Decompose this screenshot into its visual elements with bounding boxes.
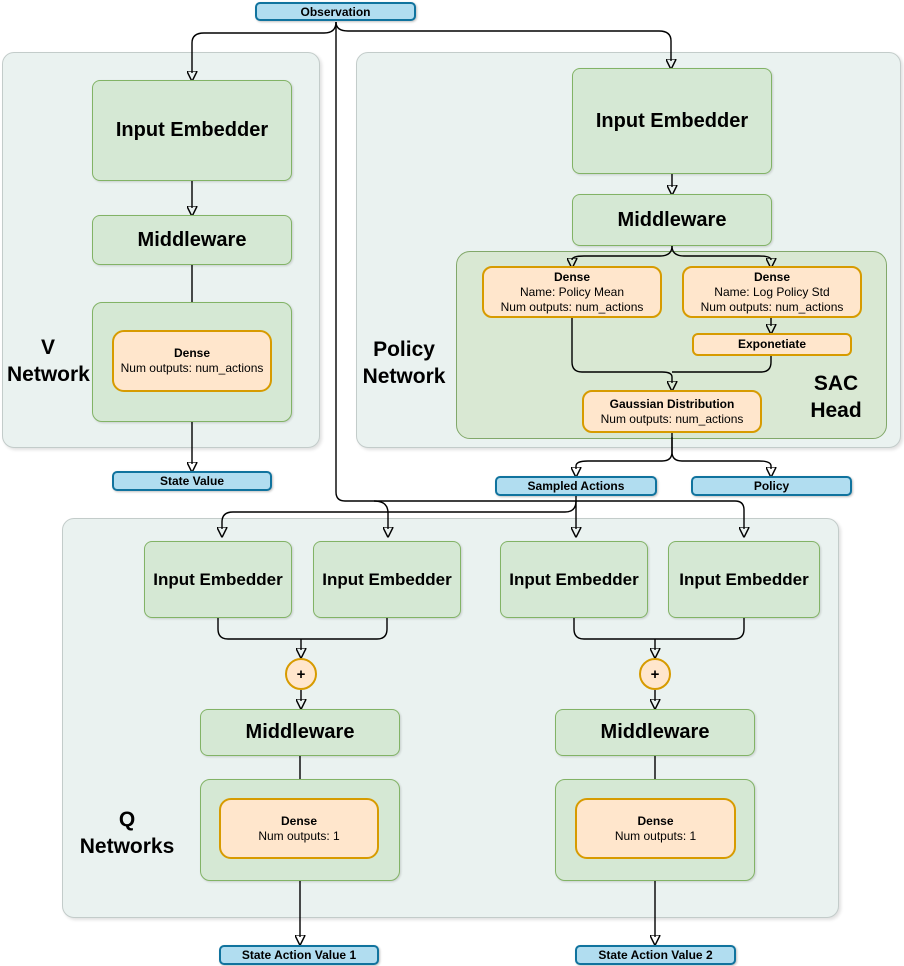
state-action-value-2-node: State Action Value 2 (575, 945, 736, 965)
policy-network-title: Policy Network (362, 338, 446, 388)
gaussian-distribution-title: Gaussian Distribution (609, 396, 735, 411)
sac-head-title: SAC Head (810, 372, 862, 422)
policy-middleware: Middleware (572, 194, 772, 246)
v-dense-title: Dense (173, 346, 211, 360)
sum-node-1: + (285, 658, 317, 690)
sum-node-1-label: + (296, 665, 306, 683)
v-dense-node: Dense Num outputs: num_actions (112, 330, 272, 392)
q-middleware-1-label: Middleware (245, 721, 355, 743)
dense-log-policy-std-title: Dense (753, 269, 791, 284)
dense-policy-mean-name: Name: Policy Mean (519, 284, 625, 299)
dense-log-policy-std-node: Dense Name: Log Policy Std Num outputs: … (682, 266, 862, 318)
v-middleware-label: Middleware (137, 228, 247, 251)
q-middleware-2: Middleware (555, 709, 755, 756)
q-input-embedder-2: Input Embedder (313, 541, 461, 618)
dense-policy-mean-node: Dense Name: Policy Mean Num outputs: num… (482, 266, 662, 318)
state-value-node: State Value (112, 471, 272, 491)
v-network-title: V Network (7, 336, 90, 386)
q-input-embedder-4-label: Input Embedder (679, 569, 809, 589)
v-input-embedder: Input Embedder (92, 80, 292, 181)
sampled-actions-label: Sampled Actions (527, 479, 625, 493)
policy-output-label: Policy (753, 479, 790, 493)
v-dense-detail: Num outputs: num_actions (120, 361, 264, 375)
q-middleware-2-label: Middleware (600, 721, 710, 743)
policy-input-embedder-label: Input Embedder (595, 109, 749, 132)
exponentiate-label: Exponetiate (737, 337, 806, 351)
policy-output-node: Policy (691, 476, 852, 496)
observation-label: Observation (300, 4, 371, 19)
state-action-value-2-label: State Action Value 2 (598, 948, 713, 962)
gaussian-distribution-node: Gaussian Distribution Num outputs: num_a… (582, 390, 762, 433)
q-input-embedder-2-label: Input Embedder (322, 569, 452, 589)
q-input-embedder-1: Input Embedder (144, 541, 292, 618)
q-dense-node-1: Dense Num outputs: 1 (219, 798, 379, 859)
dense-policy-mean-outputs: Num outputs: num_actions (500, 299, 644, 314)
v-middleware: Middleware (92, 215, 292, 265)
policy-input-embedder: Input Embedder (572, 68, 772, 174)
q-input-embedder-3: Input Embedder (500, 541, 648, 618)
q-dense-2-detail: Num outputs: 1 (614, 828, 697, 843)
q-dense-1-title: Dense (280, 813, 318, 828)
sum-node-2: + (639, 658, 671, 690)
dense-log-policy-std-name: Name: Log Policy Std (714, 284, 830, 299)
q-dense-1-detail: Num outputs: 1 (258, 828, 340, 843)
state-value-label: State Value (159, 474, 225, 488)
sum-node-2-label: + (650, 665, 660, 683)
q-input-embedder-4: Input Embedder (668, 541, 820, 618)
sampled-actions-node: Sampled Actions (495, 476, 657, 496)
q-dense-node-2: Dense Num outputs: 1 (575, 798, 736, 859)
dense-policy-mean-title: Dense (553, 269, 591, 284)
dense-log-policy-std-outputs: Num outputs: num_actions (700, 299, 844, 314)
state-action-value-1-label: State Action Value 1 (241, 948, 357, 962)
q-input-embedder-1-label: Input Embedder (153, 569, 283, 589)
policy-middleware-label: Middleware (617, 208, 727, 231)
state-action-value-1-node: State Action Value 1 (219, 945, 379, 965)
q-input-embedder-3-label: Input Embedder (509, 569, 639, 589)
q-middleware-1: Middleware (200, 709, 400, 756)
gaussian-distribution-outputs: Num outputs: num_actions (600, 411, 744, 426)
exponentiate-node: Exponetiate (692, 333, 852, 356)
q-networks-title: Q Networks (79, 808, 175, 858)
q-dense-2-title: Dense (637, 813, 674, 828)
observation-node: Observation (255, 2, 416, 21)
v-input-embedder-label: Input Embedder (115, 119, 269, 141)
